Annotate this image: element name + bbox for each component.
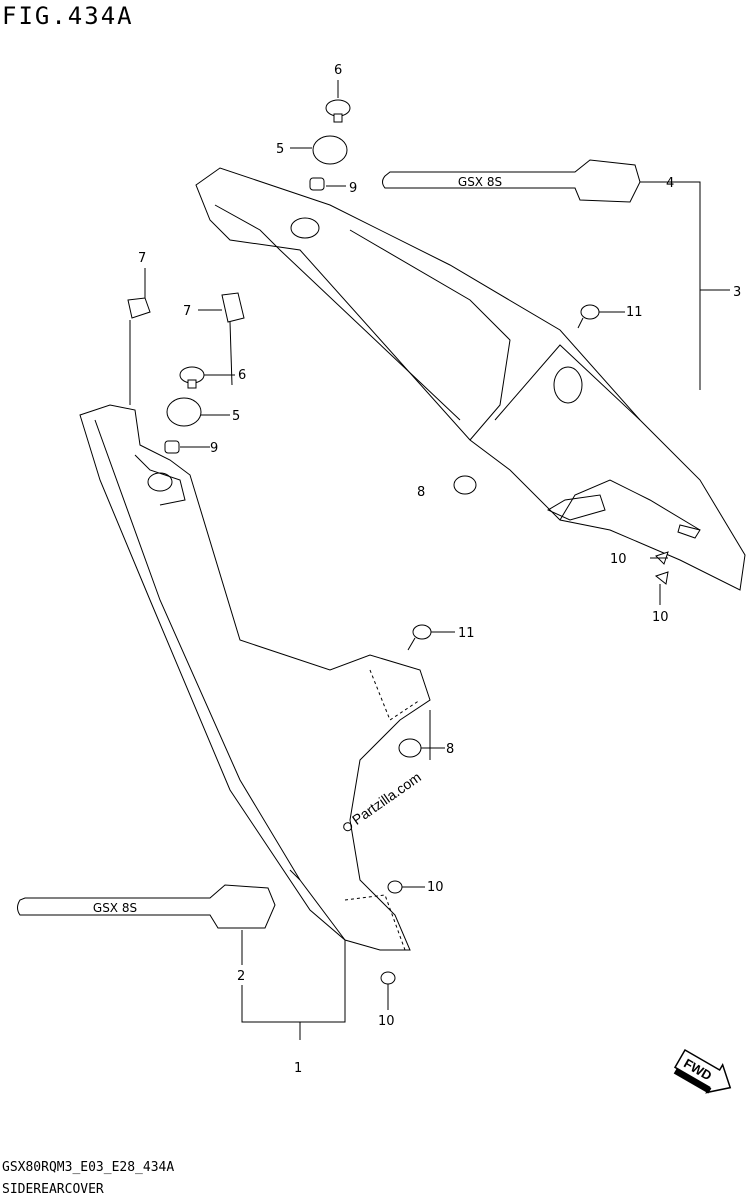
figure-title: FIG.434A — [2, 2, 134, 30]
emblem-text-lower: GSX 8S — [93, 901, 137, 915]
callout-4: 4 — [666, 176, 674, 191]
watermark-text: Partzilla.com — [349, 769, 424, 828]
callout-6-lower: 6 — [238, 368, 246, 383]
callout-10-c: 10 — [427, 880, 444, 895]
callout-labels: 1 2 3 4 5 5 6 6 7 7 8 8 9 9 10 10 10 10 … — [138, 63, 741, 1076]
leader-lines — [129, 80, 730, 1040]
callout-2: 2 — [237, 969, 245, 984]
figure-subtitle: SIDEREARCOVER — [2, 1182, 104, 1197]
callout-5-upper: 5 — [276, 142, 284, 157]
callout-10-d: 10 — [378, 1014, 395, 1029]
callout-10-b: 10 — [652, 610, 669, 625]
callout-9-lower: 9 — [210, 441, 218, 456]
callout-5-lower: 5 — [232, 409, 240, 424]
fwd-arrow-icon: FWD — [673, 1048, 732, 1094]
callout-11-lower: 11 — [458, 626, 475, 641]
callout-8-lower: 8 — [446, 742, 454, 757]
callout-9-upper: 9 — [349, 181, 357, 196]
left-side-cover — [79, 404, 431, 951]
callout-1: 1 — [294, 1061, 302, 1076]
callout-11-upper: 11 — [626, 305, 643, 320]
emblem-upper: GSX 8S — [382, 159, 641, 203]
emblem-text-upper: GSX 8S — [458, 175, 502, 189]
callout-3: 3 — [733, 285, 741, 300]
callout-10-a: 10 — [610, 552, 627, 567]
callout-6-upper: 6 — [334, 63, 342, 78]
callout-8-upper: 8 — [417, 485, 425, 500]
right-side-cover — [195, 167, 746, 591]
callout-7-right: 7 — [183, 304, 191, 319]
callout-7-left: 7 — [138, 251, 146, 266]
figure-code: GSX80RQM3_E03_E28_434A — [2, 1160, 175, 1175]
small-parts — [127, 99, 669, 985]
emblem-lower: GSX 8S — [17, 884, 276, 929]
